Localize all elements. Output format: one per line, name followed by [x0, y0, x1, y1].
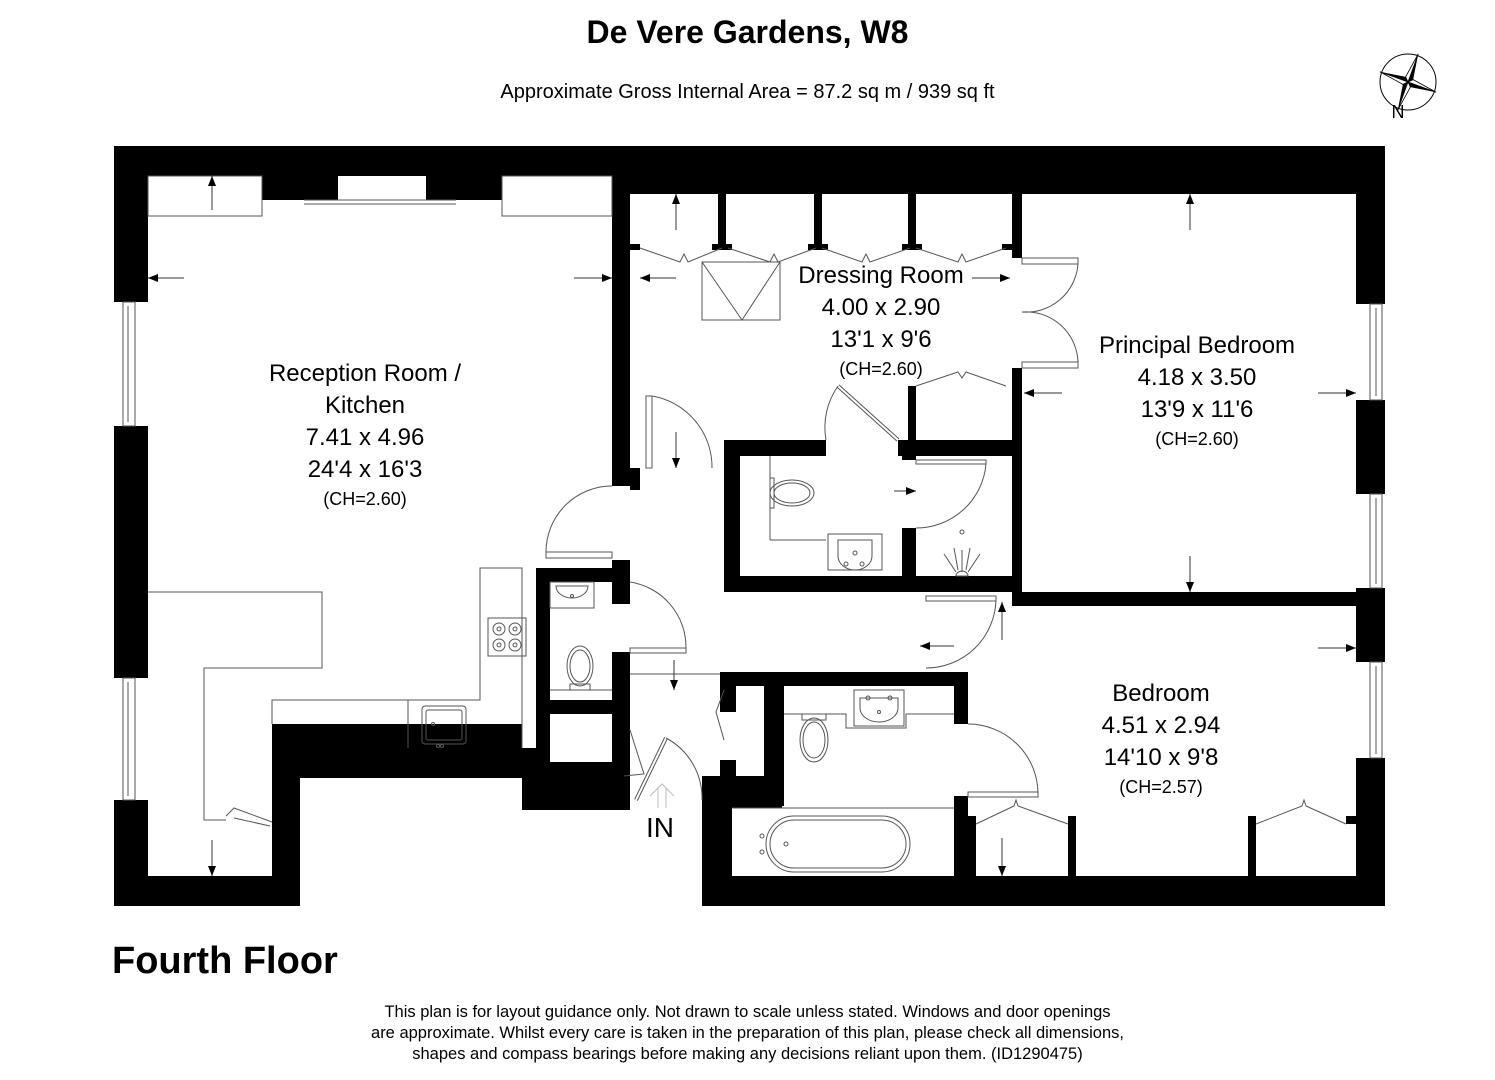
room-metric: 4.00 x 2.90 — [821, 294, 941, 321]
room-name-line2: Kitchen — [324, 392, 406, 419]
room-label-bedroom: Bedroom 4.51 x 2.94 14'10 x 9'8 (CH=2.57… — [1046, 678, 1276, 800]
washbasin-icon — [827, 533, 883, 571]
doors — [225, 257, 1079, 823]
toilet-icon — [769, 477, 815, 509]
plan-title: De Vere Gardens, W8 — [586, 14, 909, 50]
entrance-arrow-icon — [649, 783, 675, 808]
bathtub-icon — [759, 815, 911, 873]
toilet-icon — [566, 645, 594, 691]
room-ceiling-height: (CH=2.60) — [1155, 429, 1239, 449]
room-name: Bedroom — [1112, 680, 1210, 707]
room-label-principal-bedroom: Principal Bedroom 4.18 x 3.50 13'9 x 11'… — [1066, 330, 1328, 452]
disclaimer-line-1: This plan is for layout guidance only. N… — [384, 1003, 1111, 1021]
compass-north-label: N — [1391, 102, 1405, 122]
room-name: Dressing Room — [798, 262, 964, 289]
toilet-icon — [799, 713, 829, 763]
room-imperial: 24'4 x 16'3 — [307, 456, 423, 483]
compass-rose-icon — [1379, 53, 1437, 111]
windows — [122, 301, 1383, 801]
room-ceiling-height: (CH=2.60) — [839, 359, 923, 379]
room-ceiling-height: (CH=2.60) — [323, 489, 407, 509]
gross-area-subtitle: Approximate Gross Internal Area = 87.2 s… — [500, 81, 995, 103]
room-metric: 4.18 x 3.50 — [1137, 364, 1257, 391]
kitchen-sink-icon — [421, 705, 467, 748]
disclaimer-line-2: are approximate. Whilst every care is ta… — [371, 1024, 1124, 1042]
disclaimer-line-3: shapes and compass bearings before makin… — [412, 1045, 1083, 1063]
floor-name: Fourth Floor — [112, 940, 338, 982]
room-imperial: 13'1 x 9'6 — [830, 326, 932, 353]
room-label-reception-kitchen: Reception Room / Kitchen 7.41 x 4.96 24'… — [230, 358, 500, 512]
disclaimer: This plan is for layout guidance only. N… — [300, 1002, 1195, 1065]
room-name: Principal Bedroom — [1098, 332, 1296, 359]
washbasin-icon — [549, 581, 595, 609]
hob-icon — [487, 617, 527, 657]
room-ceiling-height: (CH=2.57) — [1119, 777, 1203, 797]
washbasin-icon — [853, 689, 905, 727]
dimension-arrows — [148, 176, 1356, 876]
shower-icon — [943, 529, 981, 577]
room-imperial: 14'10 x 9'8 — [1103, 744, 1219, 771]
room-name: Reception Room / — [268, 360, 462, 387]
room-metric: 4.51 x 2.94 — [1101, 712, 1221, 739]
room-imperial: 13'9 x 11'6 — [1140, 396, 1254, 423]
walls — [114, 146, 1385, 906]
entrance-label: IN — [646, 812, 674, 843]
room-metric: 7.41 x 4.96 — [305, 424, 425, 451]
joinery — [147, 175, 1347, 827]
room-label-dressing-room: Dressing Room 4.00 x 2.90 13'1 x 9'6 (CH… — [766, 260, 996, 382]
